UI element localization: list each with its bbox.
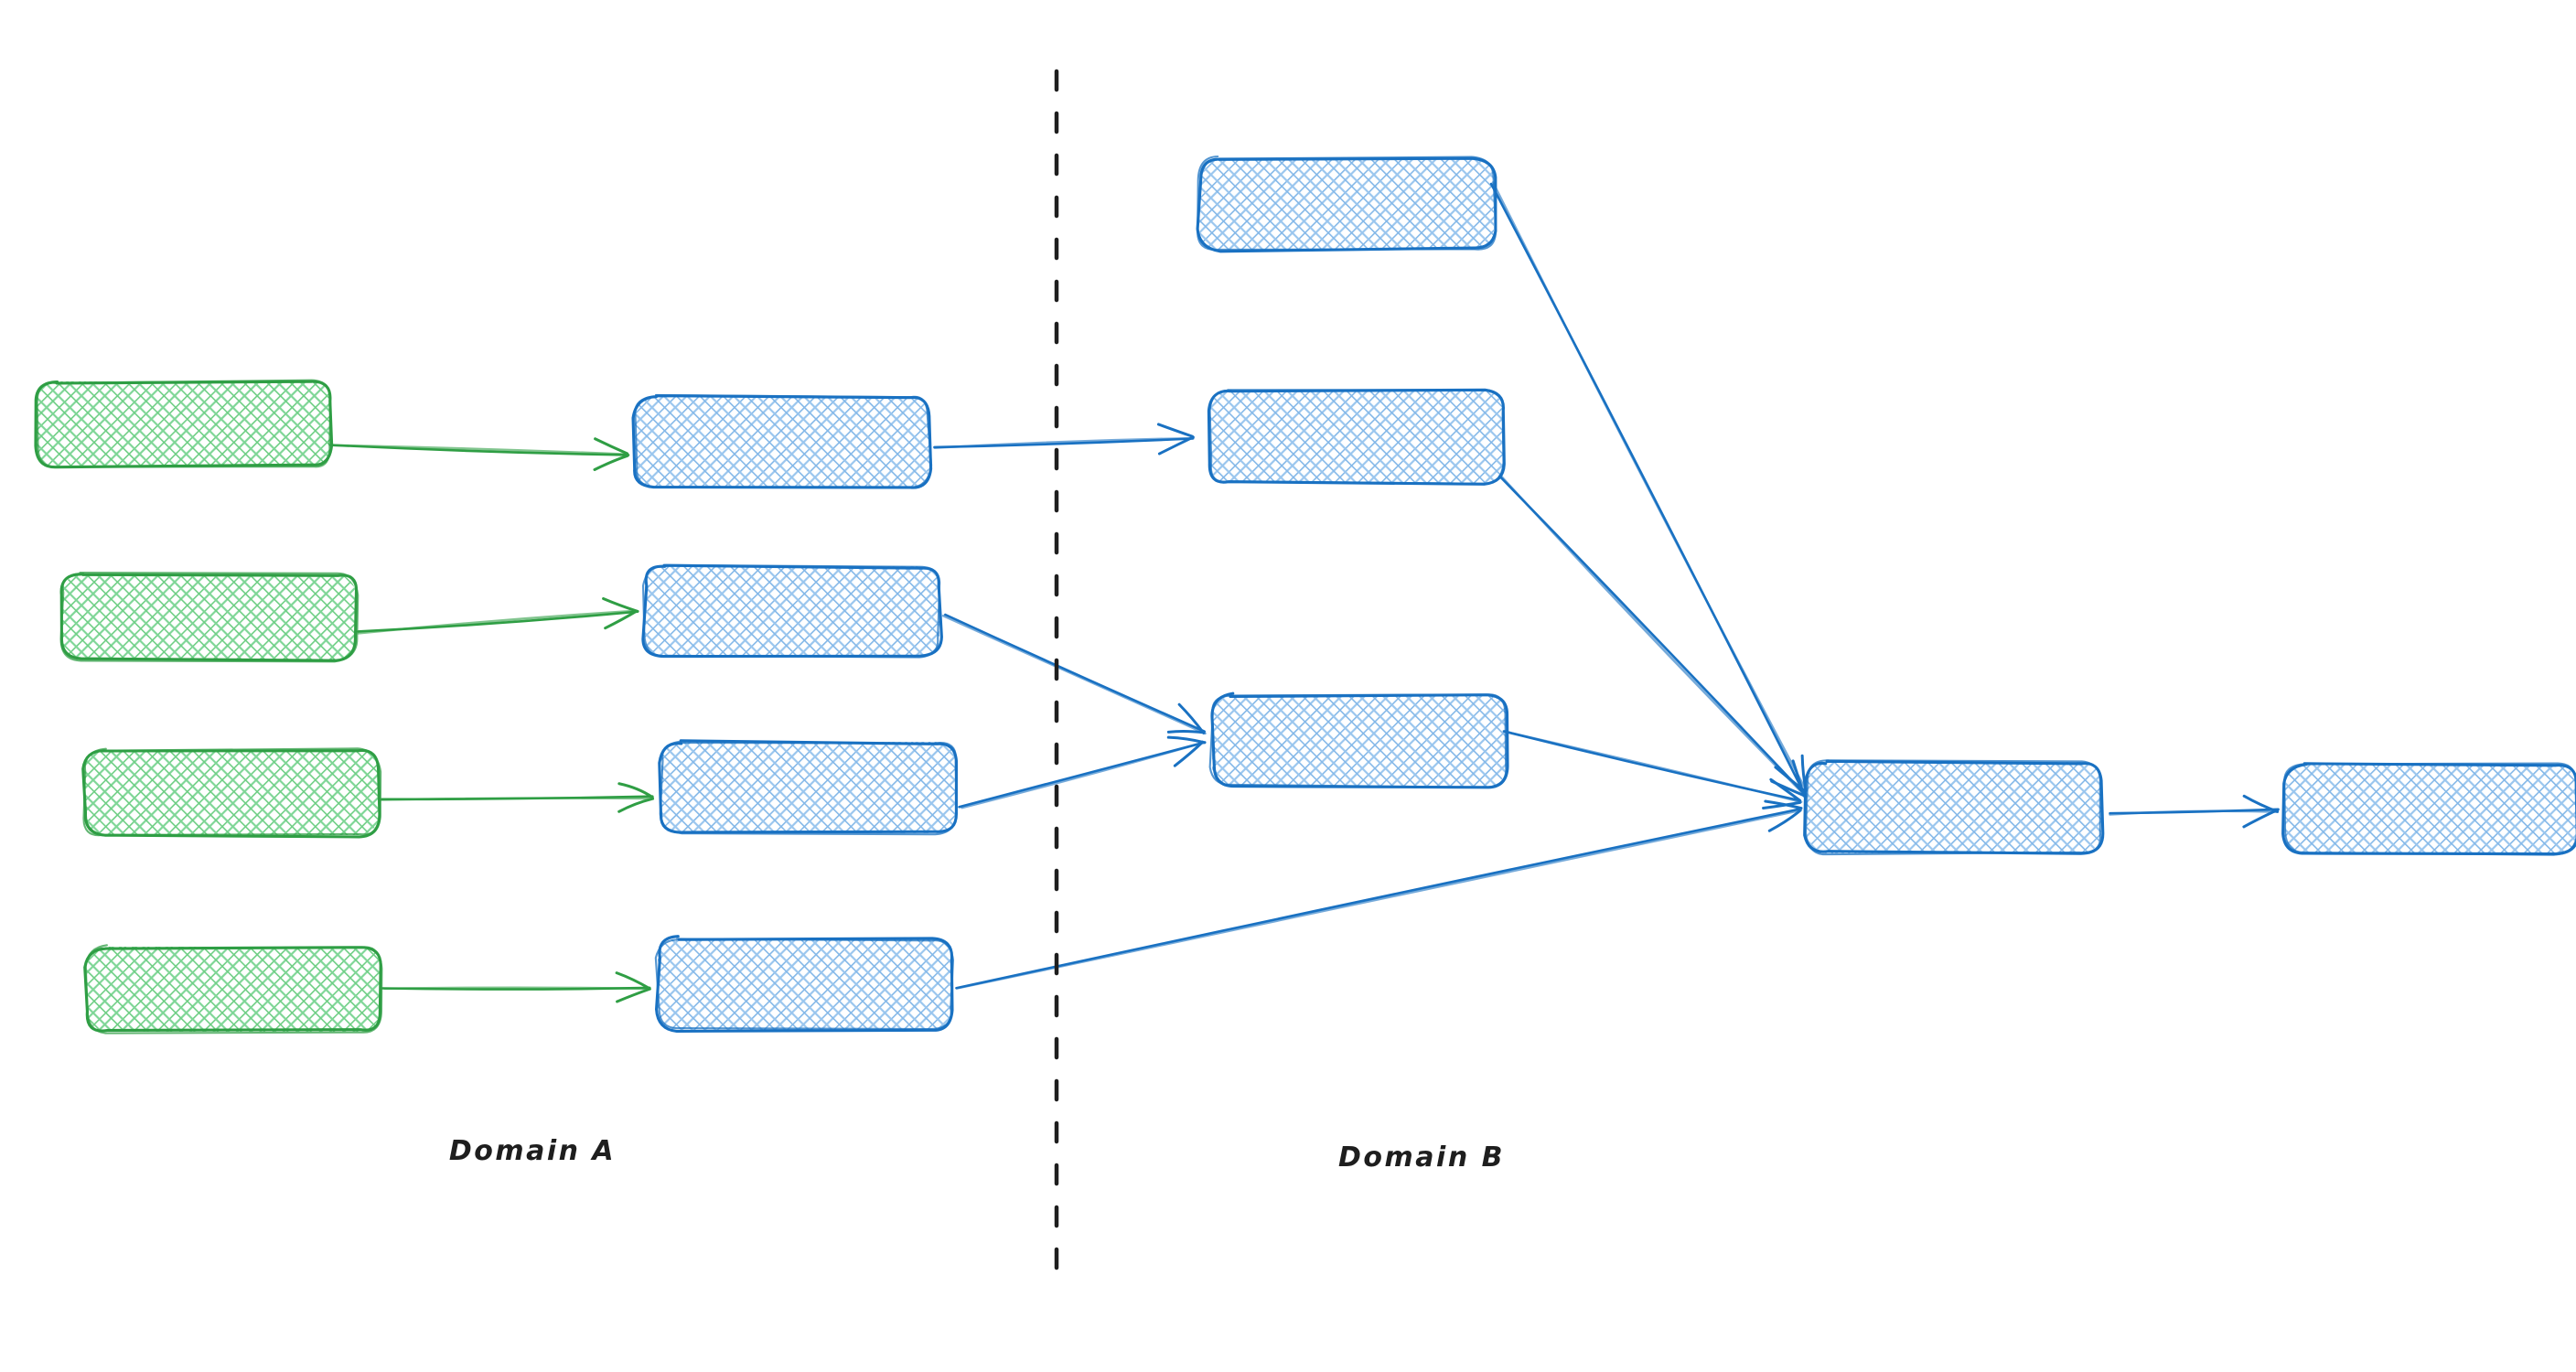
node-fill-hatch bbox=[1212, 695, 1507, 787]
edge-line bbox=[378, 797, 654, 801]
node-outline bbox=[84, 944, 383, 1034]
arrowhead-stroke bbox=[1166, 735, 1207, 745]
edge-arrow[interactable] bbox=[2109, 794, 2280, 829]
edge-line bbox=[933, 436, 1195, 449]
arrowhead-stroke bbox=[1177, 702, 1206, 734]
arrowhead-stroke bbox=[1156, 423, 1194, 438]
domain-b-label: Domain B bbox=[1338, 1142, 1505, 1174]
nodes-layer bbox=[33, 155, 2576, 1035]
node-box[interactable] bbox=[641, 563, 943, 661]
node-box[interactable] bbox=[1206, 388, 1508, 487]
arrowhead-stroke bbox=[1791, 759, 1806, 798]
edge-line bbox=[955, 809, 1803, 990]
node-box[interactable] bbox=[654, 935, 956, 1034]
node-box[interactable] bbox=[33, 378, 335, 470]
arrowhead-stroke bbox=[1767, 809, 1802, 832]
node-fill-hatch bbox=[2285, 765, 2576, 854]
arrowhead-stroke bbox=[602, 596, 639, 613]
edge-arrow[interactable] bbox=[955, 799, 1803, 990]
node-outline bbox=[658, 739, 958, 834]
edges-layer bbox=[329, 181, 2280, 1003]
edge-arrow[interactable] bbox=[381, 971, 651, 1003]
arrowhead-stroke bbox=[594, 437, 629, 456]
arrowhead-stroke bbox=[1173, 740, 1205, 767]
edge-line bbox=[1499, 474, 1808, 799]
node-box[interactable] bbox=[658, 738, 960, 837]
node-fill-hatch bbox=[1199, 158, 1494, 250]
node-fill-hatch bbox=[1209, 391, 1504, 483]
edge-arrow[interactable] bbox=[1489, 181, 1808, 794]
node-outline bbox=[82, 747, 382, 837]
arrowhead-stroke bbox=[1166, 729, 1206, 734]
edge-arrow[interactable] bbox=[1502, 730, 1803, 810]
node-outline bbox=[654, 938, 955, 1031]
node-box[interactable] bbox=[1208, 691, 1510, 790]
domain-a-label: Domain A bbox=[449, 1135, 616, 1167]
edge-line bbox=[1502, 730, 1803, 804]
edge-arrow[interactable] bbox=[958, 735, 1207, 809]
node-box[interactable] bbox=[2281, 761, 2576, 858]
node-box[interactable] bbox=[1803, 758, 2105, 857]
edge-line bbox=[330, 444, 628, 456]
node-fill-hatch bbox=[658, 938, 952, 1030]
edge-line bbox=[941, 614, 1207, 735]
node-outline bbox=[1208, 693, 1508, 788]
arrowhead-stroke bbox=[617, 782, 654, 799]
edge-line bbox=[383, 986, 650, 991]
edge-line bbox=[2109, 809, 2280, 816]
edge-arrow[interactable] bbox=[941, 613, 1207, 735]
node-box[interactable] bbox=[80, 746, 382, 839]
arrowhead-stroke bbox=[1762, 800, 1802, 810]
node-fill-hatch bbox=[84, 750, 379, 835]
node-outline bbox=[1197, 155, 1497, 251]
node-fill-hatch bbox=[635, 396, 929, 488]
node-outline bbox=[641, 563, 941, 659]
node-box[interactable] bbox=[1196, 155, 1497, 253]
arrowhead-stroke bbox=[593, 454, 629, 471]
node-box[interactable] bbox=[83, 943, 385, 1035]
node-outline bbox=[1208, 389, 1505, 485]
node-outline bbox=[634, 393, 933, 489]
arrowhead-stroke bbox=[615, 971, 651, 991]
node-fill-hatch bbox=[87, 947, 381, 1032]
node-outline bbox=[2283, 762, 2576, 856]
edge-arrow[interactable] bbox=[1498, 474, 1808, 799]
edge-line bbox=[357, 609, 638, 635]
node-fill-hatch bbox=[645, 566, 939, 658]
edge-line bbox=[961, 741, 1205, 809]
arrowhead-stroke bbox=[616, 987, 651, 1003]
edge-arrow[interactable] bbox=[356, 596, 639, 635]
node-outline bbox=[659, 740, 958, 836]
node-outline bbox=[1804, 759, 2101, 856]
node-fill-hatch bbox=[37, 381, 331, 466]
arrowhead-stroke bbox=[1157, 435, 1195, 456]
arrowhead-stroke bbox=[1800, 754, 1808, 792]
arrowhead-stroke bbox=[1764, 799, 1803, 810]
node-outline bbox=[59, 572, 360, 663]
node-box[interactable] bbox=[58, 571, 360, 663]
node-fill-hatch bbox=[1807, 762, 2101, 853]
edge-arrow[interactable] bbox=[378, 782, 655, 813]
arrowhead-stroke bbox=[1769, 777, 1801, 802]
edge-arrow[interactable] bbox=[329, 437, 630, 471]
node-box[interactable] bbox=[631, 392, 933, 491]
arrowhead-stroke bbox=[2242, 794, 2280, 813]
node-outline bbox=[36, 379, 332, 468]
edge-line bbox=[1491, 181, 1808, 792]
node-fill-hatch bbox=[61, 574, 356, 659]
edge-arrow[interactable] bbox=[933, 423, 1195, 456]
edge-line bbox=[944, 613, 1206, 733]
arrowhead-stroke bbox=[617, 797, 655, 813]
node-fill-hatch bbox=[661, 742, 956, 833]
arrowhead-stroke bbox=[604, 609, 638, 630]
